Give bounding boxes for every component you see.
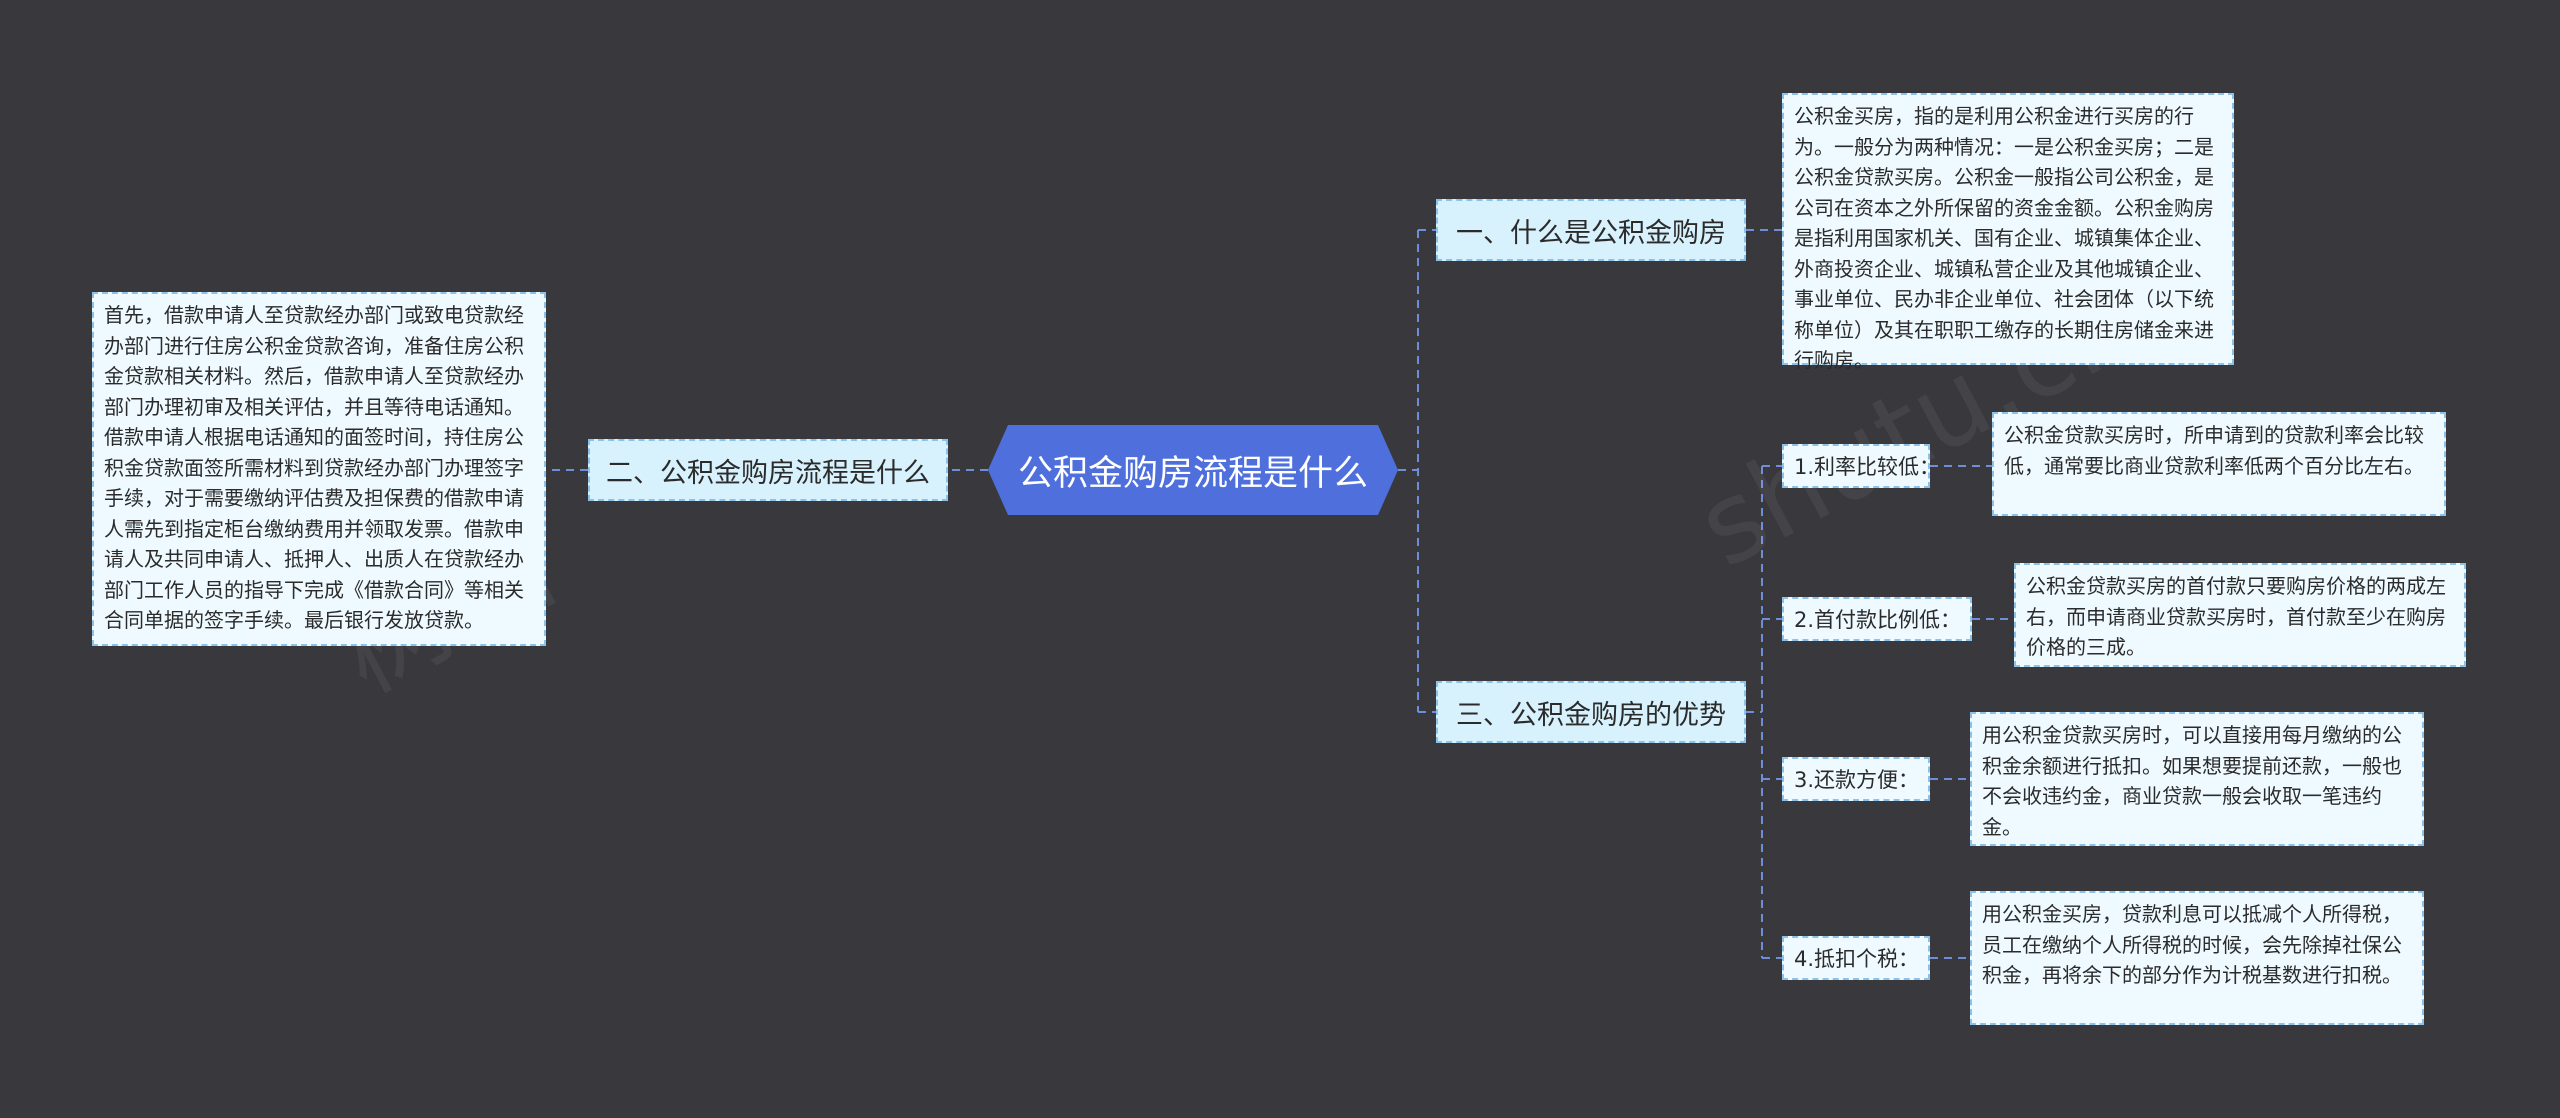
advantage-item-3[interactable]: 3.还款方便：	[1782, 757, 1930, 801]
advantage-item-4[interactable]: 4.抵扣个税：	[1782, 936, 1930, 980]
connector-advantages-items	[1746, 465, 1782, 959]
advantage-item-1-text: 公积金贷款买房时，所申请到的贷款利率会比较低，通常要比商业贷款利率低两个百分比左…	[1992, 412, 2446, 516]
branch-advantages[interactable]: 三、公积金购房的优势	[1436, 681, 1746, 743]
advantage-item-4-text: 用公积金买房，贷款利息可以抵减个人所得税，员工在缴纳个人所得税的时候，会先除掉社…	[1970, 891, 2424, 1025]
advantage-item-1[interactable]: 1.利率比较低：	[1782, 444, 1940, 488]
branch-what[interactable]: 一、什么是公积金购房	[1436, 199, 1746, 261]
advantage-item-2[interactable]: 2.首付款比例低：	[1782, 597, 1972, 641]
branch-process[interactable]: 二、公积金购房流程是什么	[588, 439, 948, 501]
advantage-item-3-text: 用公积金贷款买房时，可以直接用每月缴纳的公积金余额进行抵扣。如果想要提前还款，一…	[1970, 712, 2424, 846]
connector-central-right	[1398, 229, 1436, 713]
advantage-item-2-text: 公积金贷款买房的首付款只要购房价格的两成左右，而申请商业贷款买房时，首付款至少在…	[2014, 563, 2466, 667]
leaf-process-text: 首先，借款申请人至贷款经办部门或致电贷款经办部门进行住房公积金贷款咨询，准备住房…	[92, 292, 546, 646]
leaf-what-text: 公积金买房，指的是利用公积金进行买房的行为。一般分为两种情况：一是公积金买房；二…	[1782, 93, 2234, 372]
central-topic[interactable]: 公积金购房流程是什么	[988, 425, 1398, 515]
